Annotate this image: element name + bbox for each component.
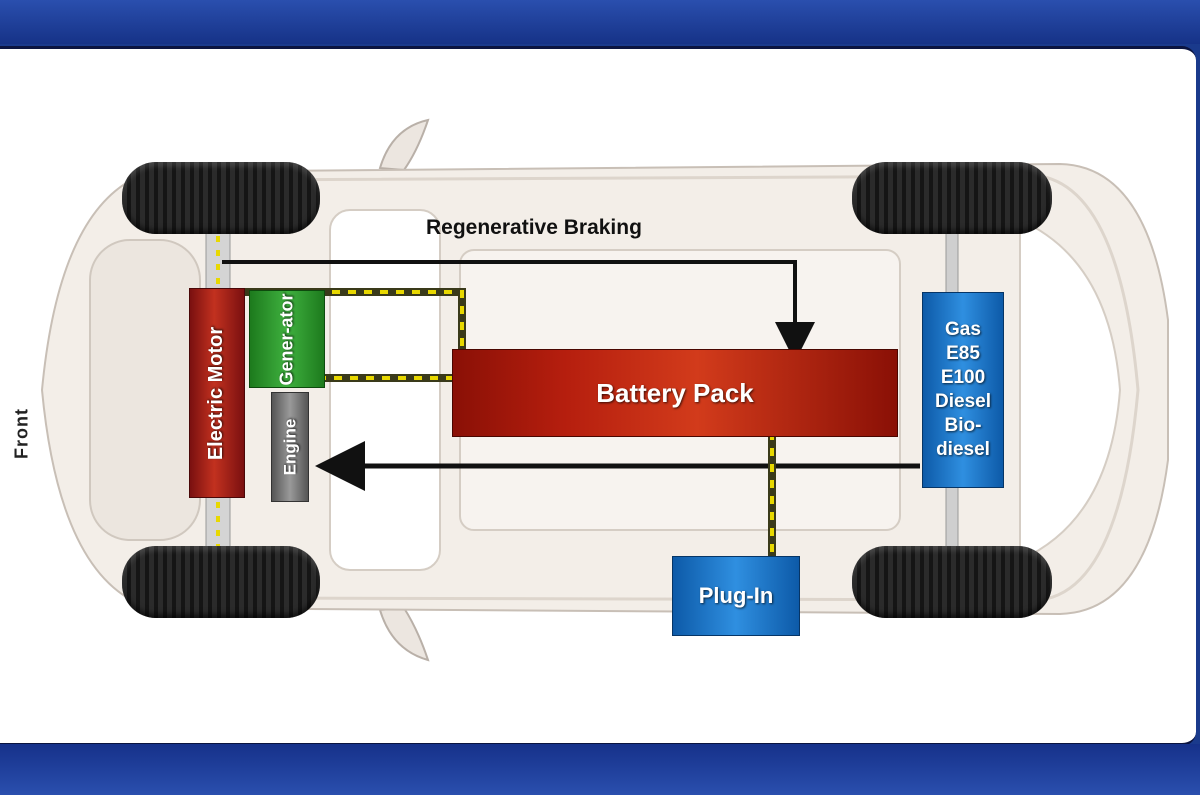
engine: Engine	[271, 392, 309, 502]
generator: Gener-ator	[249, 290, 325, 388]
tire-front-left	[122, 162, 320, 234]
electric-motor-label: Electric Motor	[205, 326, 228, 460]
tire-front-right	[122, 546, 320, 618]
fuel-tank: Gas E85 E100 Diesel Bio- diesel	[922, 292, 1004, 488]
fuel-type: E85	[946, 343, 980, 364]
fuel-type: E100	[940, 367, 986, 388]
car-shadow-line	[239, 174, 1140, 602]
fuel-type: Diesel	[935, 391, 991, 412]
bottom-band	[0, 744, 1200, 795]
regen-braking-label: Regenerative Braking	[426, 216, 642, 239]
electric-motor: Electric Motor	[189, 288, 245, 498]
tire-rear-right	[852, 546, 1052, 618]
top-band	[0, 0, 1200, 44]
fuel-type: diesel	[936, 439, 990, 460]
mirror-bottom	[378, 606, 430, 662]
engine-label: Engine	[280, 418, 300, 476]
battery-pack: Battery Pack	[452, 349, 898, 437]
fuel-type: Bio-	[944, 415, 982, 436]
tire-rear-left	[852, 162, 1052, 234]
regen-braking-arrow	[222, 260, 815, 362]
generator-label: Gener-ator	[276, 292, 297, 386]
fuel-type: Gas	[945, 319, 981, 340]
rear-window	[1019, 218, 1122, 562]
mirror-top	[378, 118, 430, 172]
plug-in: Plug-In	[672, 556, 800, 636]
hood-panel	[89, 239, 201, 541]
